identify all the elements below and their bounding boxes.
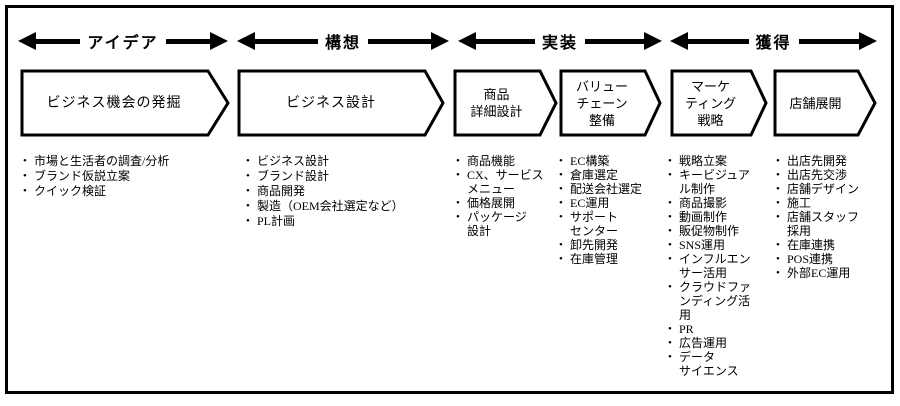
chevron-shape-icon bbox=[237, 69, 445, 137]
list-item: 製造（OEM会社選定など） bbox=[245, 199, 445, 214]
chevron-shape-icon bbox=[20, 69, 230, 137]
stage-title: 商品 詳細設計 bbox=[470, 87, 523, 119]
left-arrowhead-icon bbox=[18, 32, 36, 50]
list-item: ブランド設計 bbox=[245, 169, 445, 184]
list-item: インフルエンサー活用 bbox=[667, 252, 755, 280]
phase-label: 獲得 bbox=[755, 35, 792, 52]
phase-label: 構想 bbox=[325, 35, 362, 52]
right-arrowhead-icon bbox=[431, 32, 450, 50]
stage-chevron-product-detail-design: 商品 詳細設計 bbox=[453, 69, 558, 137]
arrow-shaft bbox=[798, 38, 860, 44]
phase-arrow-acquisition: 獲得 bbox=[670, 30, 878, 52]
list-item: パッケージ 設計 bbox=[455, 210, 547, 238]
stage-chevron-marketing-strategy: マーケ ティング 戦略 bbox=[670, 69, 768, 137]
stage-chevron-business-design: ビジネス設計 bbox=[237, 69, 445, 137]
stage-title: ビジネス設計 bbox=[286, 95, 376, 111]
stage-item-list-marketing-strategy: 戦略立案キービジュアル制作商品撮影動画制作販促物制作SNS運用インフルエンサー活… bbox=[667, 154, 755, 378]
stage-title: マーケ ティング 戦略 bbox=[684, 78, 737, 128]
list-item: 在庫連携 bbox=[775, 238, 875, 252]
arrow-shaft bbox=[476, 38, 535, 44]
diagram-frame bbox=[5, 5, 894, 394]
stage-chevron-store-expansion: 店舗展開 bbox=[773, 69, 877, 137]
arrow-shaft bbox=[36, 38, 81, 44]
chevron-shape-icon bbox=[453, 69, 558, 137]
stage-item-list-store-expansion: 出店先開発出店先交渉店舗デザイン施工店舗スタッフ 採用在庫連携POS連携外部EC… bbox=[775, 154, 875, 280]
phase-label: 実装 bbox=[542, 35, 579, 52]
stage-title: 店舗展開 bbox=[789, 95, 842, 111]
list-item: 出店先開発 bbox=[775, 154, 875, 168]
list-item: 広告運用 bbox=[667, 336, 755, 350]
list-item: 価格展開 bbox=[455, 196, 547, 210]
phase-arrow-concept: 構想 bbox=[237, 30, 450, 52]
stage-item-list-business-opportunity: 市場と生活者の調査/分析ブランド仮説立案クイック検証 bbox=[22, 154, 227, 199]
right-arrowhead-icon bbox=[859, 32, 878, 50]
stage-item-list-business-design: ビジネス設計ブランド設計商品開発製造（OEM会社選定など）PL計画 bbox=[245, 154, 445, 229]
phase-arrow-idea: アイデア bbox=[18, 30, 229, 52]
list-item: 外部EC運用 bbox=[775, 266, 875, 280]
list-item: データ サイエンス bbox=[667, 350, 755, 378]
right-arrowhead-icon bbox=[644, 32, 663, 50]
arrow-shaft bbox=[255, 38, 318, 44]
list-item: 販促物制作 bbox=[667, 224, 755, 238]
left-arrowhead-icon bbox=[670, 32, 688, 50]
list-item: POS連携 bbox=[775, 252, 875, 266]
list-item: PL計画 bbox=[245, 214, 445, 229]
list-item: クラウドファンディング活用 bbox=[667, 280, 755, 322]
list-item: 商品開発 bbox=[245, 184, 445, 199]
list-item: EC運用 bbox=[558, 196, 658, 210]
list-item: 倉庫選定 bbox=[558, 168, 658, 182]
arrow-shaft bbox=[585, 38, 645, 44]
list-item: PR bbox=[667, 322, 755, 336]
left-arrowhead-icon bbox=[458, 32, 476, 50]
list-item: クイック検証 bbox=[22, 184, 227, 199]
stage-title: ビジネス機会の発掘 bbox=[46, 95, 182, 111]
list-item: ビジネス設計 bbox=[245, 154, 445, 169]
stage-item-list-product-detail-design: 商品機能CX、サービス メニュー価格展開パッケージ 設計 bbox=[455, 154, 547, 238]
list-item: キービジュアル制作 bbox=[667, 168, 755, 196]
list-item: 卸先開発 bbox=[558, 238, 658, 252]
list-item: 市場と生活者の調査/分析 bbox=[22, 154, 227, 169]
chevron-shape-icon bbox=[670, 69, 768, 137]
phase-label: アイデア bbox=[87, 35, 159, 52]
list-item: サポート センター bbox=[558, 210, 658, 238]
list-item: 施工 bbox=[775, 196, 875, 210]
list-item: 配送会社選定 bbox=[558, 182, 658, 196]
right-arrowhead-icon bbox=[210, 32, 229, 50]
list-item: 出店先交渉 bbox=[775, 168, 875, 182]
list-item: 店舗スタッフ 採用 bbox=[775, 210, 875, 238]
list-item: ブランド仮説立案 bbox=[22, 169, 227, 184]
stage-chevron-value-chain: バリュー チェーン 整備 bbox=[559, 69, 662, 137]
phase-arrow-implementation: 実装 bbox=[458, 30, 663, 52]
list-item: SNS運用 bbox=[667, 238, 755, 252]
arrow-shaft bbox=[165, 38, 211, 44]
list-item: 店舗デザイン bbox=[775, 182, 875, 196]
arrow-shaft bbox=[368, 38, 432, 44]
stage-title: バリュー チェーン 整備 bbox=[575, 78, 628, 128]
stage-chevron-business-opportunity: ビジネス機会の発掘 bbox=[20, 69, 230, 137]
stage-item-list-value-chain: EC構築倉庫選定配送会社選定EC運用サポート センター卸先開発在庫管理 bbox=[558, 154, 658, 266]
chevron-shape-icon bbox=[773, 69, 877, 137]
list-item: 商品機能 bbox=[455, 154, 547, 168]
left-arrowhead-icon bbox=[237, 32, 255, 50]
list-item: CX、サービス メニュー bbox=[455, 168, 547, 196]
list-item: 戦略立案 bbox=[667, 154, 755, 168]
list-item: 商品撮影 bbox=[667, 196, 755, 210]
chevron-shape-icon bbox=[559, 69, 662, 137]
list-item: EC構築 bbox=[558, 154, 658, 168]
arrow-shaft bbox=[688, 38, 749, 44]
list-item: 在庫管理 bbox=[558, 252, 658, 266]
list-item: 動画制作 bbox=[667, 210, 755, 224]
